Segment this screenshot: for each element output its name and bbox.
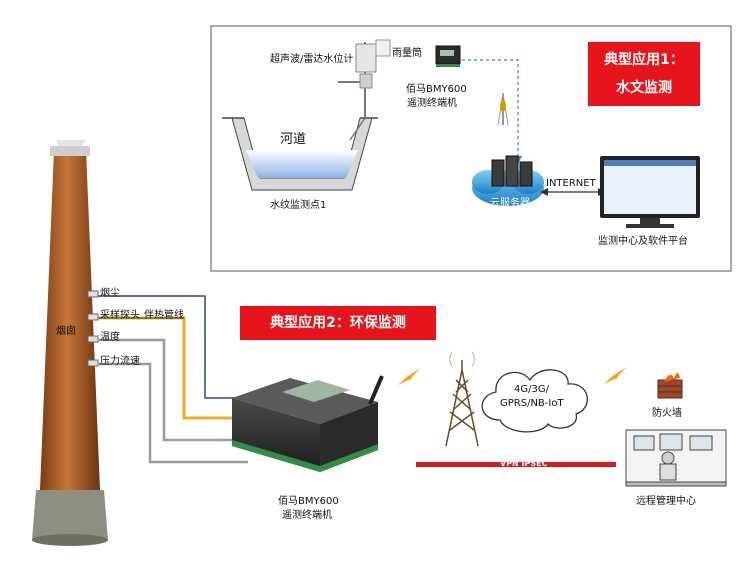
app1-title-line1: 典型应用1： [604,52,684,68]
chimney [32,140,108,546]
sensor-label: 超声波/雷达水位计 [270,54,354,65]
cloud-server-label: 云服务器 [490,198,530,209]
center-label: 监测中心及软件平台 [598,236,688,247]
cell-tower [445,360,479,447]
river-label: 河道 [280,132,307,147]
app1-antenna [497,92,509,126]
app2-terminal-name: 佰马BMY600 [278,496,339,507]
app2-title-badge: 典型应用2：环保监测 [240,306,436,340]
sensor-pole [338,39,391,141]
network-label-line1: 4G/3G/ [514,384,549,395]
probe-label: 采样探头 [100,310,140,321]
bmy600-terminal [232,375,384,472]
network-cloud [481,369,588,433]
signal-bolts [398,367,626,385]
cloud-server [472,155,544,206]
heat-line-label: 伴热管线 [144,310,184,321]
dashed-link [462,59,519,160]
dust-label: 烟尘 [100,288,120,299]
app1-terminal-sub: 遥测终端机 [407,98,457,109]
vpn-label: VPN IPSEC [500,459,548,468]
app2-terminal-sub: 遥测终端机 [282,510,332,521]
temp-cable [98,338,248,442]
remote-center-label: 远程管理中心 [636,496,696,507]
app1-terminal-name: 佰马BMY600 [406,84,467,95]
vpn-bar [416,462,616,467]
monitoring-point-label: 水纹监测点1 [270,200,327,211]
heat-line [98,316,248,420]
tower-waves [449,351,475,367]
chimney-label: 烟囱 [56,326,76,337]
monitor [600,156,700,228]
pressure-label: 压力流速 [100,356,140,367]
app1-title-badge: 典型应用1： 水文监测 [588,42,700,106]
river-channel [222,117,378,191]
temperature-label: 温度 [100,332,120,343]
app1-title-line2: 水文监测 [616,80,672,96]
internet-label: INTERNET [546,178,596,189]
pressure-cable [98,362,248,464]
firewall-label: 防火墙 [652,408,682,419]
network-label-line2: GPRS/NB-IoT [500,398,564,409]
app1-terminal-device [435,45,461,67]
rain-gauge-label: 雨量筒 [392,48,422,59]
dust-cable [98,295,248,399]
firewall-icon [657,373,683,399]
remote-center-illustration [625,429,727,487]
